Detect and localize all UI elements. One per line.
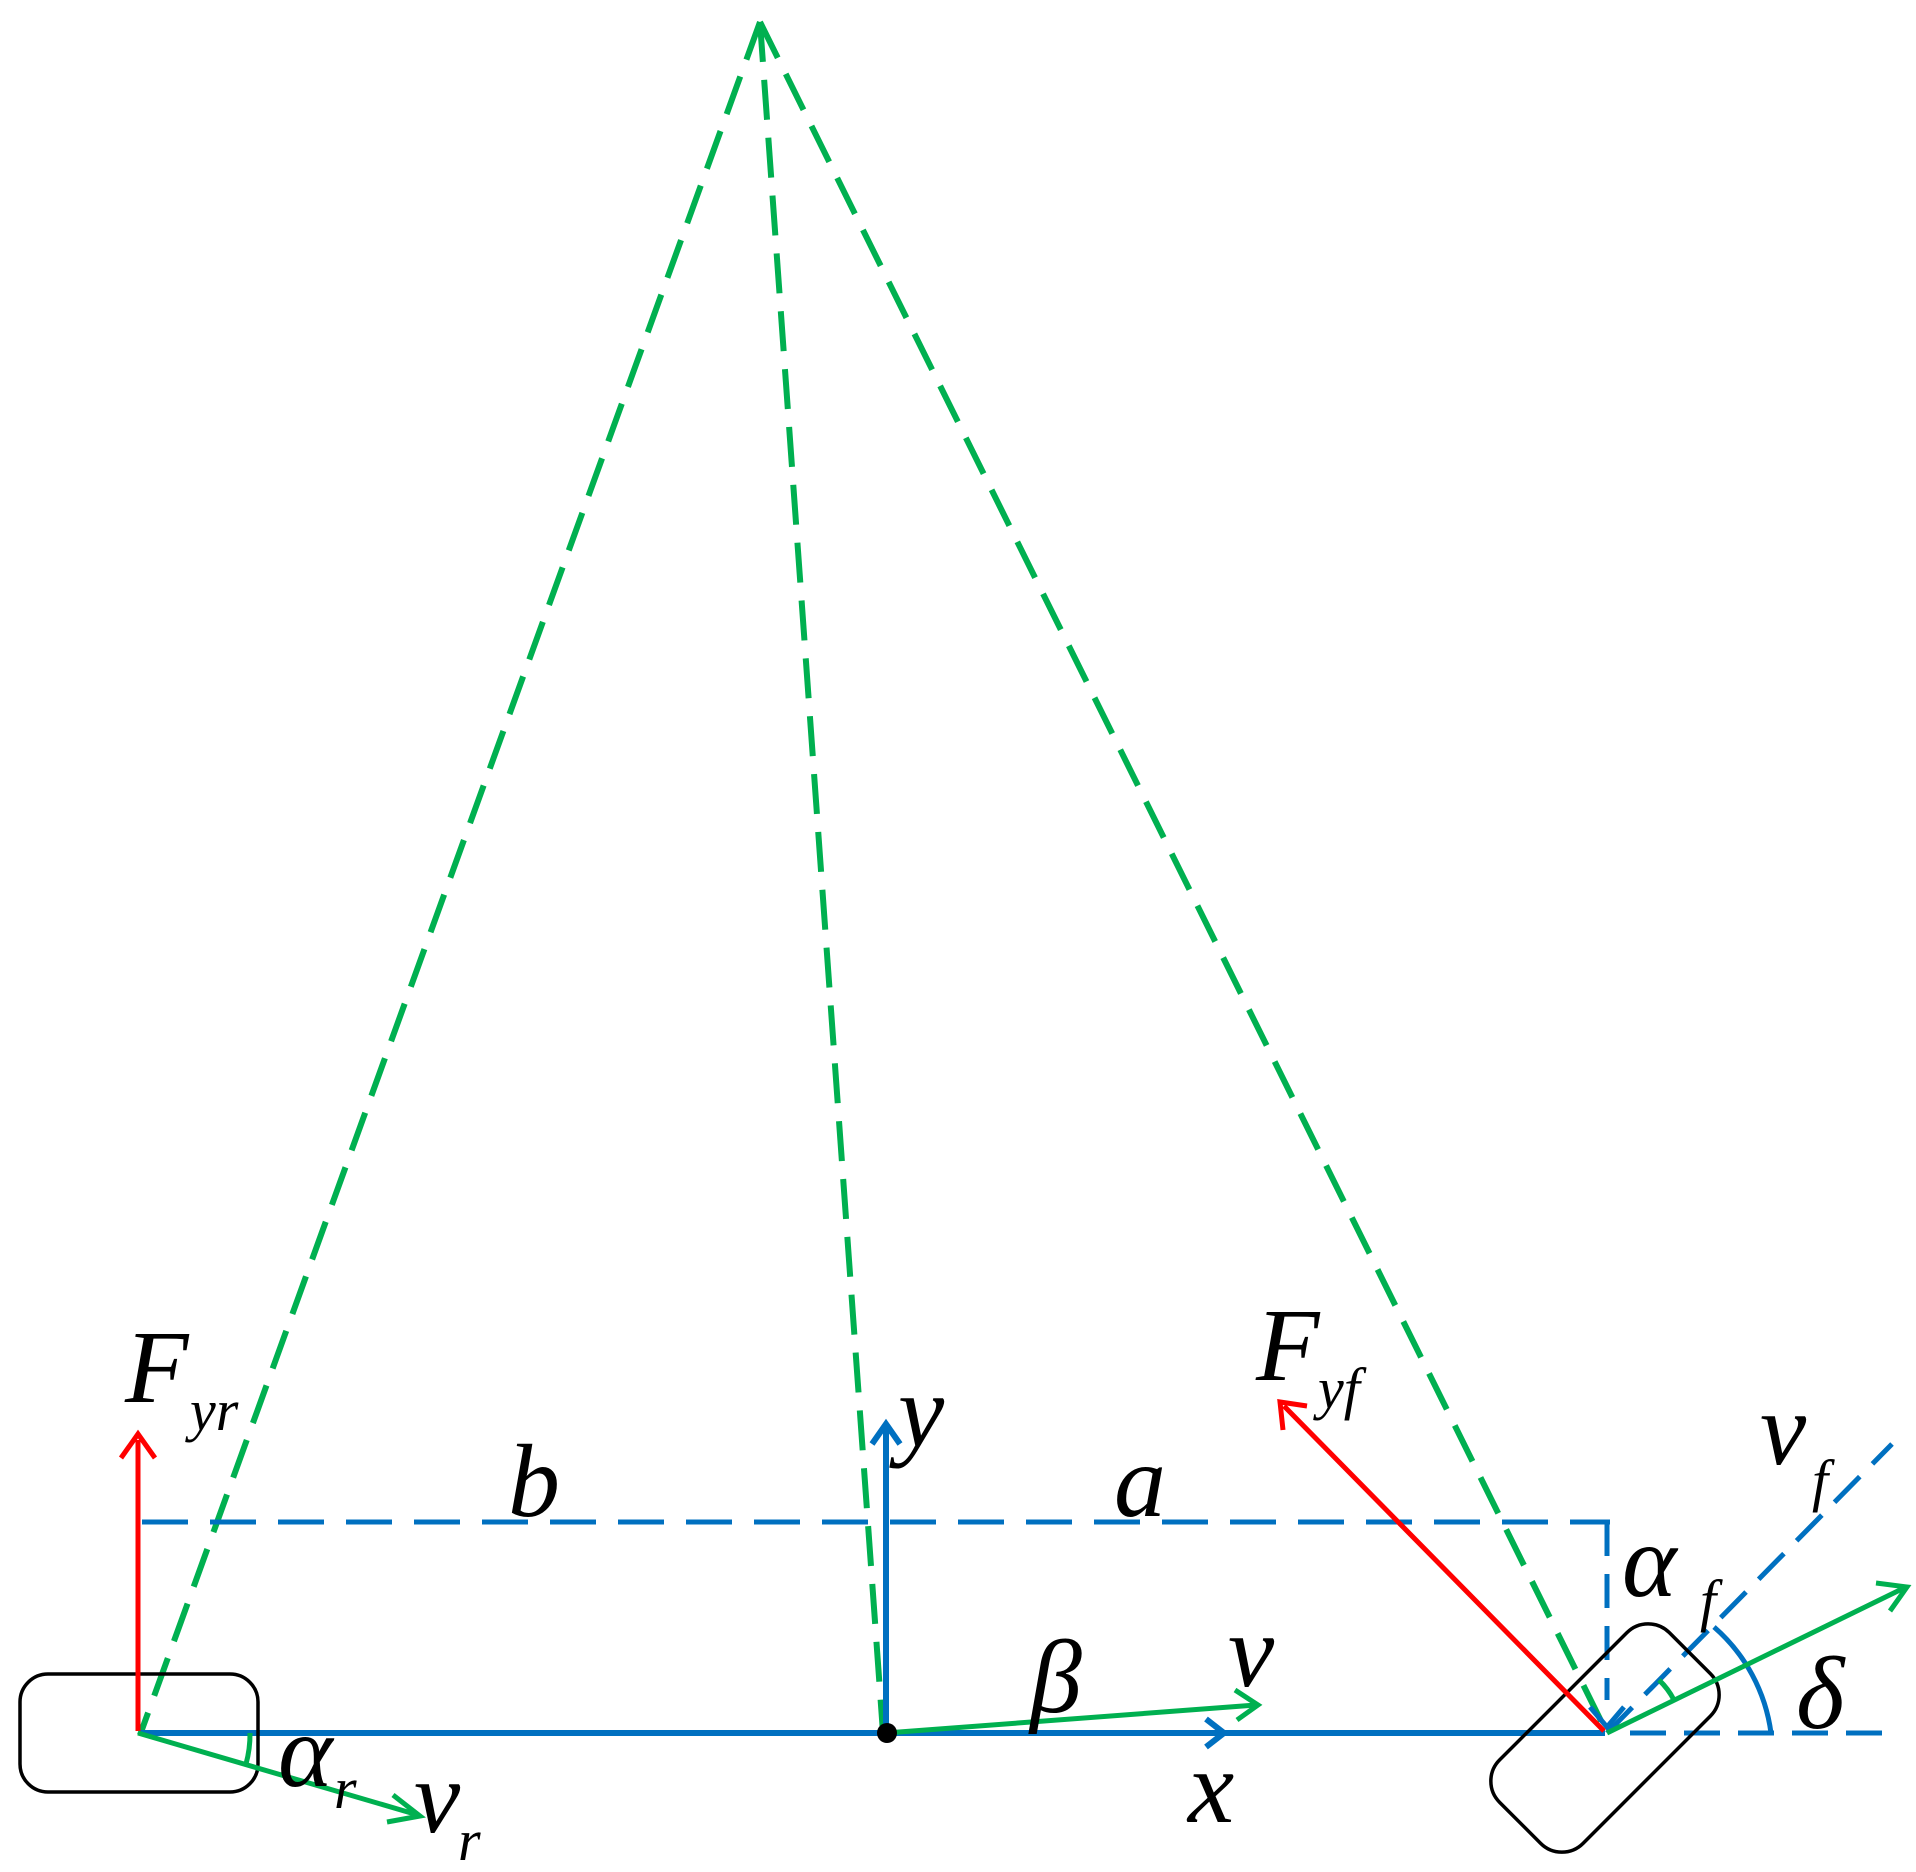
label-alpha-r-main: α bbox=[278, 1694, 335, 1809]
ic-to-cg-line bbox=[757, 21, 886, 1734]
label-alpha-r-sub: r bbox=[334, 1756, 357, 1821]
front-velocity-arrow bbox=[1605, 1585, 1906, 1736]
alpha-r-angle-arc bbox=[243, 1732, 253, 1765]
label-fyf-sub: yf bbox=[1313, 1356, 1367, 1421]
label-delta: δ bbox=[1796, 1636, 1846, 1751]
label-y-axis: y bbox=[889, 1354, 945, 1469]
rear-lateral-force-arrowhead bbox=[118, 1429, 158, 1460]
front-wheel bbox=[1489, 1622, 1721, 1854]
label-fyf-main: F bbox=[1255, 1288, 1321, 1403]
label-fyr-sub: yr bbox=[185, 1378, 239, 1443]
label-a-distance: a bbox=[1114, 1424, 1166, 1539]
label-beta: β bbox=[1028, 1620, 1082, 1735]
label-vr-sub: r bbox=[458, 1808, 481, 1872]
steering-direction-dashed-line bbox=[1605, 1442, 1894, 1735]
label-x-axis: x bbox=[1186, 1730, 1234, 1845]
label-alpha-f-sub: f bbox=[1700, 1568, 1723, 1633]
instant-center-lines bbox=[137, 20, 1610, 1737]
ic-to-rear-wheel-line bbox=[137, 20, 763, 1737]
label-vf-main: v bbox=[1760, 1372, 1807, 1487]
cg-velocity-arrow bbox=[885, 1702, 1257, 1736]
label-alpha-f-main: α bbox=[1622, 1504, 1679, 1619]
rear-velocity-arrow bbox=[137, 1730, 419, 1818]
y-axis-arrowhead bbox=[869, 1418, 903, 1446]
label-v-cg: v bbox=[1228, 1594, 1275, 1709]
label-vf-sub: f bbox=[1812, 1448, 1835, 1513]
delta-angle-arc bbox=[1712, 1625, 1774, 1734]
x-axis-arrowhead bbox=[1204, 1716, 1229, 1750]
front-lateral-force-arrow bbox=[1282, 1404, 1606, 1733]
front-wheel-vertical-arrowhead bbox=[1588, 1705, 1626, 1731]
alpha-f-angle-arc bbox=[1657, 1678, 1677, 1702]
rear-velocity-arrowhead bbox=[386, 1793, 426, 1825]
ic-to-front-wheel-line bbox=[757, 20, 1610, 1735]
front-velocity-arrowhead bbox=[1875, 1580, 1912, 1613]
label-b-distance: b bbox=[508, 1424, 560, 1539]
front-lateral-force-arrowhead bbox=[1277, 1399, 1308, 1431]
label-fyr-main: F bbox=[124, 1310, 190, 1425]
center-of-gravity-point bbox=[877, 1723, 897, 1743]
cg-velocity-arrowhead bbox=[1233, 1687, 1263, 1723]
label-vr-main: v bbox=[414, 1740, 461, 1855]
